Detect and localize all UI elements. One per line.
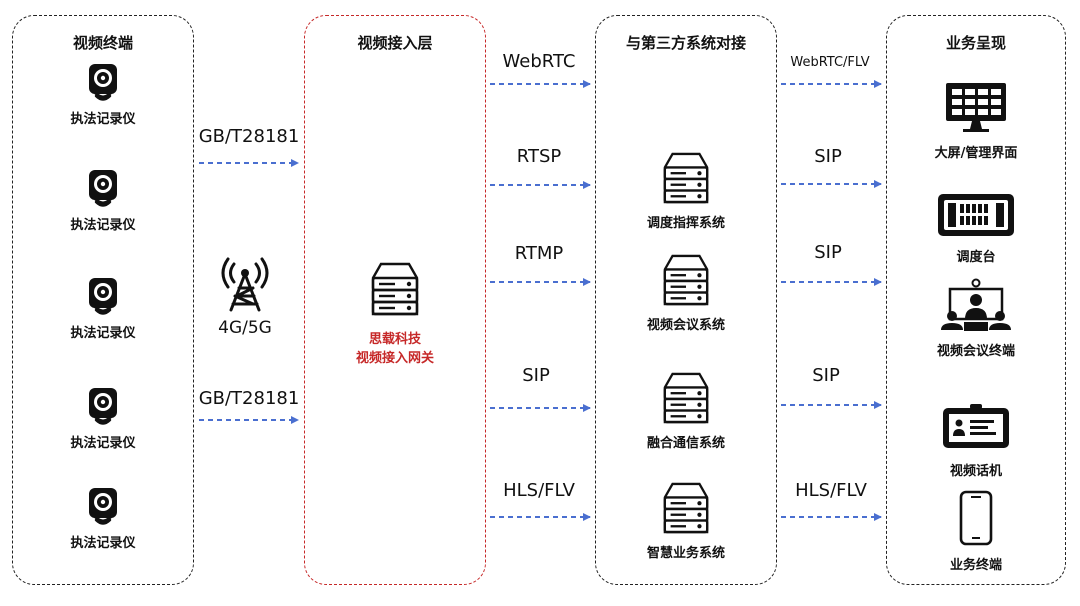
business-item-console: 调度台 [886, 190, 1066, 265]
edge-label-right-5: HLS/FLV [795, 480, 867, 501]
third-party-system-1: 调度指挥系统 [595, 150, 777, 231]
body-camera-label: 执法记录仪 [70, 536, 136, 551]
system-label: 视频会议系统 [646, 318, 725, 333]
body-camera-icon [85, 486, 121, 526]
system-label: 调度指挥系统 [646, 216, 725, 231]
body-camera-4: 执法记录仪 [12, 386, 194, 451]
body-camera-label: 执法记录仪 [70, 112, 136, 127]
body-camera-label: 执法记录仪 [70, 218, 136, 233]
server-icon [661, 370, 711, 426]
body-camera-1: 执法记录仪 [12, 62, 194, 127]
business-title: 业务呈现 [945, 34, 1006, 52]
edge-label-middle-5: HLS/FLV [503, 480, 575, 501]
third-party-system-4: 智慧业务系统 [595, 480, 777, 561]
edge-label-left-2: GB/T28181 [198, 388, 300, 409]
edge-label-middle-4: SIP [522, 365, 550, 386]
conference-icon [936, 278, 1016, 334]
network-label: 4G/5G [218, 318, 272, 338]
server-icon [661, 150, 711, 206]
edge-label-middle-3: RTMP [514, 243, 564, 264]
edge-label-right-1: WebRTC/FLV [790, 55, 870, 70]
video-phone-icon [941, 404, 1011, 452]
terminals-column: 视频终端 [12, 15, 194, 585]
gateway-name: 思载科技 [368, 332, 421, 347]
edge-label-right-2: SIP [814, 146, 842, 167]
body-camera-3: 执法记录仪 [12, 276, 194, 341]
third-party-column: 与第三方系统对接 [595, 15, 777, 585]
body-camera-icon [85, 168, 121, 208]
system-label: 融合通信系统 [646, 436, 725, 451]
edge-label-middle-1: WebRTC [502, 51, 576, 72]
body-camera-2: 执法记录仪 [12, 168, 194, 233]
system-label: 智慧业务系统 [646, 546, 725, 561]
business-item-conference: 视频会议终端 [886, 278, 1066, 359]
edge-label-left-1: GB/T28181 [198, 126, 300, 147]
business-item-screen: 大屏/管理界面 [886, 80, 1066, 161]
business-label-console: 调度台 [956, 250, 996, 265]
server-icon [661, 252, 711, 308]
console-icon [936, 190, 1016, 238]
network-node: 4G/5G [203, 256, 287, 338]
monitor-icon [943, 80, 1009, 134]
access-column: 视频接入层 [304, 15, 486, 585]
business-label-screen: 大屏/管理界面 [934, 146, 1018, 161]
edge-label-right-4: SIP [812, 365, 840, 386]
business-item-videophone: 视频话机 [886, 404, 1066, 479]
mobile-icon [956, 490, 996, 546]
body-camera-icon [85, 386, 121, 426]
terminals-title: 视频终端 [72, 34, 133, 52]
gateway-type: 视频接入网关 [355, 351, 434, 366]
cell-tower-icon [219, 256, 271, 314]
business-label-conference: 视频会议终端 [936, 344, 1015, 359]
business-column: 业务呈现 [886, 15, 1066, 585]
body-camera-label: 执法记录仪 [70, 436, 136, 451]
third-party-system-3: 融合通信系统 [595, 370, 777, 451]
third-party-title: 与第三方系统对接 [625, 34, 746, 52]
edge-label-right-3: SIP [814, 242, 842, 263]
access-gateway: 思载科技 视频接入网关 [304, 260, 486, 368]
business-label-videophone: 视频话机 [949, 464, 1002, 479]
business-label-mobile: 业务终端 [949, 558, 1002, 573]
body-camera-label: 执法记录仪 [70, 326, 136, 341]
body-camera-icon [85, 62, 121, 102]
body-camera-icon [85, 276, 121, 316]
edge-label-middle-2: RTSP [516, 146, 562, 167]
body-camera-5: 执法记录仪 [12, 486, 194, 551]
server-icon [661, 480, 711, 536]
third-party-system-2: 视频会议系统 [595, 252, 777, 333]
access-title: 视频接入层 [357, 34, 433, 52]
server-icon [369, 260, 421, 318]
business-item-mobile: 业务终端 [886, 490, 1066, 573]
